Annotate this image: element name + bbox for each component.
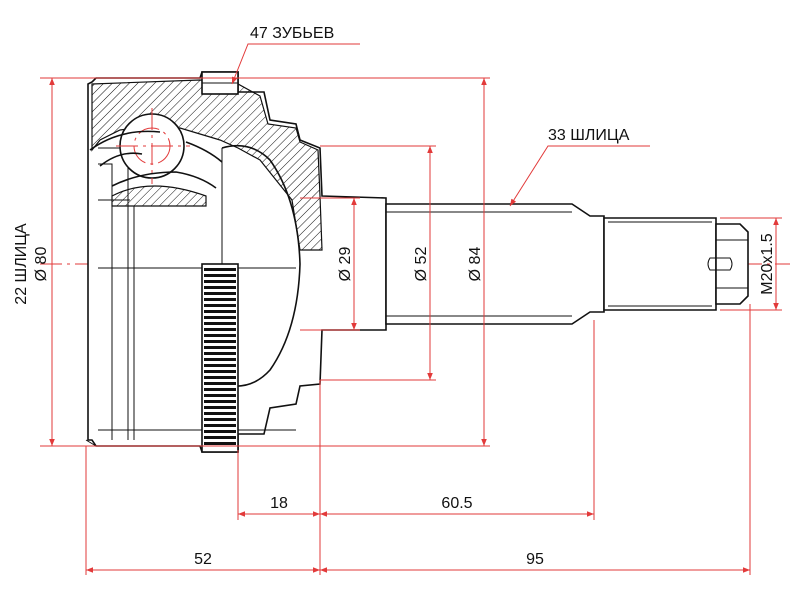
abs-tooth [204, 346, 236, 349]
abs-tooth [204, 268, 236, 271]
abs-tooth [204, 418, 236, 421]
label-d84: Ø 84 [467, 247, 484, 282]
abs-tooth [204, 310, 236, 313]
abs-tooth [204, 352, 236, 355]
abs-tooth [204, 340, 236, 343]
abs-tooth [204, 292, 236, 295]
abs-tooth [204, 430, 236, 433]
abs-tooth [204, 376, 236, 379]
spline-shaft [385, 203, 605, 325]
abs-tooth [204, 358, 236, 361]
abs-tooth [204, 316, 236, 319]
inner-race-section [111, 185, 207, 207]
abs-tooth [204, 388, 236, 391]
label-d80: Ø 80 [33, 247, 50, 282]
threaded-end [603, 217, 717, 311]
label-95: 95 [526, 551, 544, 568]
leader-splines [509, 145, 650, 207]
abs-tooth [204, 382, 236, 385]
label-18: 18 [270, 495, 288, 512]
label-thread: M20x1.5 [759, 233, 776, 294]
abs-tooth [204, 298, 236, 301]
label-60-5: 60.5 [441, 495, 472, 512]
label-d29: Ø 29 [337, 247, 354, 282]
label-52: 52 [194, 551, 212, 568]
housing-inner-curve [221, 144, 301, 387]
abs-tooth [204, 436, 236, 439]
abs-tooth [204, 400, 236, 403]
stem [385, 203, 749, 325]
abs-tooth [204, 412, 236, 415]
abs-tooth [204, 370, 236, 373]
abs-tooth [204, 424, 236, 427]
abs-tooth [204, 406, 236, 409]
abs-tooth [204, 328, 236, 331]
dimensions [40, 43, 782, 575]
leader-teeth [231, 43, 360, 85]
abs-tooth [204, 364, 236, 367]
abs-tooth [204, 322, 236, 325]
abs-tooth [204, 442, 236, 445]
abs-tooth [204, 280, 236, 283]
abs-ring [201, 263, 239, 453]
abs-tooth [204, 304, 236, 307]
outer-housing [85, 71, 387, 453]
abs-tooth [204, 394, 236, 397]
label-d52: Ø 52 [413, 247, 430, 282]
abs-tooth [204, 334, 236, 337]
label-inner-splines: 22 ШЛИЦА [13, 223, 30, 305]
abs-tooth [204, 274, 236, 277]
label-teeth: 47 ЗУБЬЕВ [250, 25, 334, 42]
label-outer-splines: 33 ШЛИЦА [548, 127, 630, 144]
abs-tooth [204, 286, 236, 289]
